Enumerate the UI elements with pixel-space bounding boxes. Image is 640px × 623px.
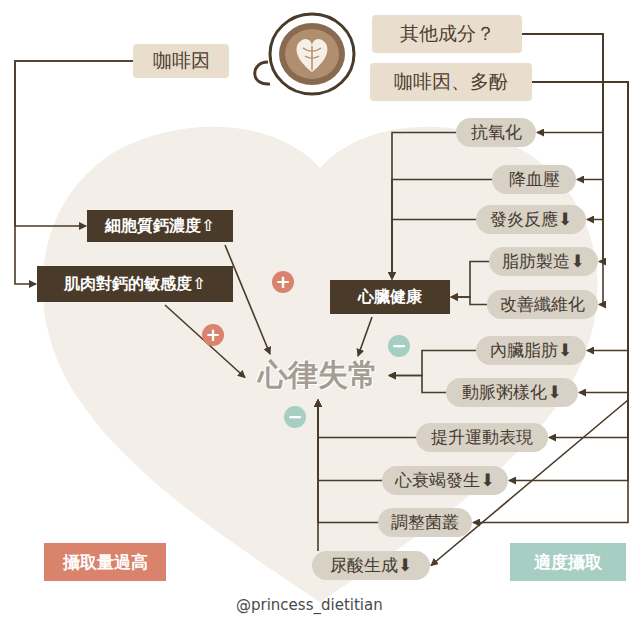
connector	[392, 180, 492, 280]
node-text: 心律失常	[258, 355, 378, 396]
node-text: 脂肪製造⬇	[502, 250, 584, 273]
connector	[15, 61, 133, 284]
connector	[522, 34, 603, 180]
node-text: 內臟脂肪⬇	[490, 339, 572, 362]
effect-pill: 改善纖維化	[487, 290, 598, 319]
effect-pill: 內臟脂肪⬇	[476, 336, 586, 365]
plus-sign: +	[272, 271, 294, 293]
heart-shape	[43, 127, 598, 602]
node-text: 適度攝取	[534, 551, 602, 574]
minus-sign: −	[284, 406, 306, 428]
connector	[473, 82, 628, 523]
connector	[451, 262, 489, 298]
mechanism-box: 肌肉對鈣的敏感度⇧	[37, 266, 233, 302]
effect-pill: 調整菌叢	[378, 508, 472, 537]
node-text: 心衰竭發生⬇	[395, 469, 494, 492]
connector	[165, 305, 245, 378]
watermark: @princess_dietitian	[236, 596, 383, 614]
connector	[522, 34, 603, 133]
outcome-box: 心臟健康	[330, 280, 450, 314]
node-text: 尿酸生成⬇	[330, 554, 412, 577]
effect-pill: 抗氧化	[456, 118, 536, 147]
coffee-cup	[255, 14, 354, 94]
connector	[392, 133, 456, 280]
node-text: 細胞質鈣濃度⇧	[105, 216, 214, 237]
node-text: 咖啡因	[153, 48, 210, 74]
connector	[15, 61, 133, 226]
node-text: 動脈粥樣化⬇	[462, 381, 561, 404]
effect-pill: 心衰竭發生⬇	[382, 466, 508, 495]
connector	[392, 220, 476, 280]
node-text: 發炎反應⬇	[490, 208, 572, 231]
connector	[318, 400, 378, 523]
node-text: 肌肉對鈣的敏感度⇧	[64, 274, 205, 295]
connector	[318, 400, 416, 438]
node-text: 其他成分？	[400, 21, 495, 47]
node-text: 抗氧化	[471, 121, 522, 144]
connector	[318, 400, 382, 481]
effect-pill: 提升運動表現	[416, 423, 548, 452]
effect-pill: 動脈粥樣化⬇	[446, 378, 578, 407]
node-text: 調整菌叢	[391, 511, 459, 534]
node-text: 咖啡因、多酚	[394, 69, 508, 95]
node-text: 降血壓	[509, 168, 560, 191]
node-text: 提升運動表現	[431, 426, 533, 449]
source-tag: 咖啡因、多酚	[370, 63, 532, 101]
minus-sign: −	[388, 335, 410, 357]
connector	[358, 317, 372, 356]
source-tag: 其他成分？	[372, 15, 522, 53]
connector	[317, 400, 319, 551]
plus-sign: +	[202, 324, 224, 346]
central-outcome: 心律失常	[248, 352, 388, 399]
node-text: 攝取量過高	[63, 551, 148, 574]
effect-pill: 發炎反應⬇	[476, 205, 586, 234]
effect-pill: 脂肪製造⬇	[489, 247, 598, 276]
node-text: 心臟健康	[358, 287, 422, 308]
connector	[389, 376, 446, 393]
effect-pill: 尿酸生成⬇	[312, 551, 430, 580]
effect-pill: 降血壓	[492, 165, 576, 194]
source-tag: 咖啡因	[133, 44, 229, 78]
legend-box: 攝取量過高	[44, 543, 166, 581]
node-text: 改善纖維化	[500, 293, 585, 316]
legend-box: 適度攝取	[510, 543, 626, 581]
mechanism-box: 細胞質鈣濃度⇧	[87, 210, 233, 242]
connector	[451, 297, 487, 305]
